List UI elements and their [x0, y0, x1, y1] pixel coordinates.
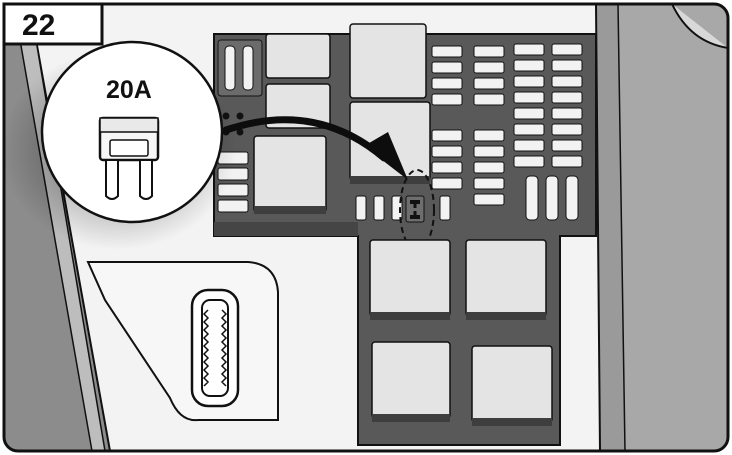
right-wall-face	[618, 4, 728, 451]
step-number: 22	[22, 9, 55, 42]
target-slot-pin-bottom	[410, 215, 420, 219]
pin-hole	[237, 113, 244, 120]
fuse-window	[110, 140, 148, 156]
slot	[243, 46, 253, 90]
relay	[350, 24, 426, 98]
relay-shadow	[466, 312, 546, 320]
vertical-slot-group	[526, 176, 578, 220]
relay-shadow	[350, 176, 430, 184]
vertical-fuse	[440, 196, 450, 220]
fuse-blade-right	[140, 160, 152, 199]
fuse-blade-left	[106, 160, 118, 199]
relay	[472, 346, 552, 422]
slot	[225, 46, 235, 90]
fuse-box-edge	[214, 222, 358, 236]
relay-shadow	[372, 414, 450, 422]
vertical-fuse-group	[356, 196, 402, 220]
target-slot-pin-top-stem	[414, 204, 417, 208]
relay	[370, 240, 450, 316]
target-slot-pin-bottom-stem	[414, 211, 417, 215]
relay-shadow	[370, 312, 450, 320]
target-slot-pin-top	[410, 200, 420, 204]
relay	[372, 342, 450, 418]
relay-shadow	[472, 418, 552, 426]
relay	[466, 240, 546, 316]
relay	[266, 34, 330, 78]
fuse-top-cap	[100, 118, 158, 132]
relay	[254, 136, 326, 212]
relay-shadow	[254, 206, 326, 214]
fuse-rating-label: 20A	[106, 76, 152, 104]
